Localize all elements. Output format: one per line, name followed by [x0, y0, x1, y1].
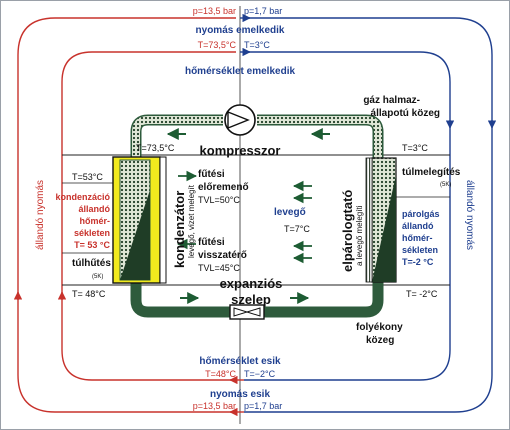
- pressure-rises-label: nyomás emelkedik: [196, 25, 285, 36]
- t-low-bottom: T=−2°C: [244, 369, 276, 379]
- subcool-label: túlhűtés: [72, 258, 111, 269]
- condenser-sublabel: levegő, vizet melegít: [187, 184, 196, 258]
- pipe-compressor-to-condenser: [132, 116, 223, 158]
- temp-rises-label: hőmérséklet emelkedik: [185, 66, 295, 77]
- gas-state-label-2: állapotú közeg: [371, 108, 440, 119]
- pressure-loop-cold: [244, 17, 493, 413]
- t-low-top: T=3°C: [244, 40, 270, 50]
- t-high-bottom: T=48°C: [205, 369, 236, 379]
- condenser-liquid-wedge: [120, 190, 150, 280]
- t-evap-out: T=3°C: [402, 143, 428, 153]
- t-evap-in: T= -2°C: [406, 289, 438, 299]
- evap-const-1: párolgás: [402, 209, 440, 219]
- evap-const-2: állandó: [402, 221, 434, 231]
- expansion-label-2: szelep: [231, 292, 271, 307]
- pressure-loop-hot: [17, 17, 236, 413]
- cond-const-4: sékleten: [74, 228, 110, 238]
- pipe-evaporator-to-compressor: [257, 116, 382, 158]
- t-cond-mid: T=53°C: [72, 172, 103, 182]
- subcool-k: (5K): [92, 274, 103, 280]
- gas-state-label-1: gáz halmaz-: [363, 95, 420, 106]
- left-label-bg: [33, 170, 45, 260]
- heating-flow-tvl: TVL=50°C: [198, 195, 240, 205]
- superheat-label: túlmelegítés: [402, 167, 461, 178]
- evaporator-label: elpárologtató: [340, 190, 355, 272]
- liquid-label-2: közeg: [366, 335, 394, 346]
- evap-const-3: hőmér-: [402, 233, 433, 243]
- temperature-loop-cold: [244, 51, 451, 381]
- cond-const-1: kondenzáció: [55, 192, 110, 202]
- evap-const-4: sékleten: [402, 245, 438, 255]
- cond-const-5: T= 53 °C: [74, 240, 110, 250]
- superheat-k: (5K): [440, 182, 451, 188]
- t-cond-in: T=73,5°C: [136, 143, 175, 153]
- compressor-triangle: [227, 110, 250, 130]
- heating-flow-label-1: fűtési: [198, 169, 225, 180]
- heating-return-tvl: TVL=45°C: [198, 263, 240, 273]
- pipe-valve-to-evaporator: [264, 282, 384, 318]
- const-pressure-left: állandó nyomás: [35, 180, 46, 250]
- pipe-condenser-to-valve: [130, 282, 230, 318]
- heating-return-label-1: fűtési: [198, 237, 225, 248]
- t-air: T=7°C: [284, 224, 310, 234]
- cond-const-2: állandó: [78, 204, 110, 214]
- p-low-bottom: p=1,7 bar: [244, 401, 282, 411]
- condenser-jacket: [159, 156, 167, 284]
- liquid-label-1: folyékony: [356, 322, 403, 333]
- temp-falls-label: hőmérséklet esik: [199, 356, 281, 367]
- evaporator-liquid-wedge: [372, 175, 396, 282]
- evaporator-sublabel: a levegő melegíti: [355, 205, 364, 266]
- heating-flow-label-2: előremenő: [198, 182, 249, 193]
- compressor-label: kompresszor: [200, 143, 281, 158]
- t-high-top: T=73,5°C: [198, 40, 237, 50]
- evaporator-fins: [365, 157, 373, 283]
- right-label-bg: [465, 170, 477, 260]
- air-label: levegő: [274, 207, 306, 218]
- condenser-label: kondenzátor: [172, 191, 187, 268]
- heating-return-label-2: visszatérő: [198, 250, 247, 261]
- t-cond-out: T= 48°C: [72, 289, 106, 299]
- cond-const-3: hőmér-: [79, 216, 110, 226]
- evap-const-5: T=-2 °C: [402, 257, 434, 267]
- expansion-label-1: expanziós: [220, 276, 283, 291]
- p-high-top: p=13,5 bar: [193, 6, 236, 16]
- pressure-falls-label: nyomás esik: [210, 389, 270, 400]
- p-low-top: p=1,7 bar: [244, 6, 282, 16]
- temperature-loop-hot: [61, 51, 236, 381]
- const-pressure-right: állandó nyomás: [464, 180, 475, 250]
- expansion-valve-marks: [233, 307, 261, 317]
- p-high-bottom: p=13,5 bar: [193, 401, 236, 411]
